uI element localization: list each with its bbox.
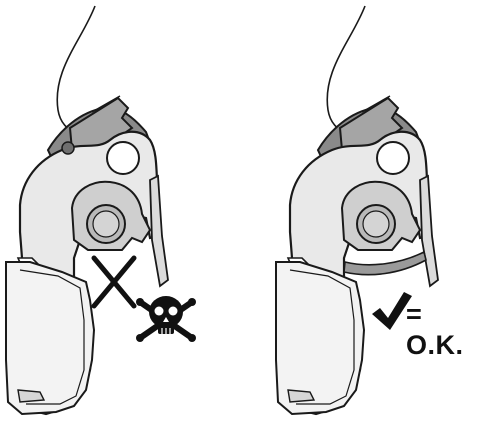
device-incorrect — [6, 6, 168, 414]
skull-crossbones-icon — [136, 296, 196, 342]
cross-icon — [94, 258, 134, 306]
ok-label: = O.K. — [406, 299, 484, 361]
